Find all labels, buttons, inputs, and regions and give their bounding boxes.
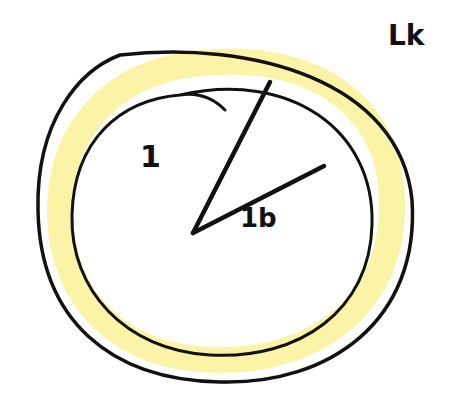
outer-circle	[38, 52, 413, 382]
radius-label: 1	[140, 142, 161, 172]
yellow-ring	[60, 62, 392, 361]
corner-note: Lk	[388, 22, 424, 50]
radius-label: 1b	[240, 205, 277, 231]
inner-circle	[72, 89, 372, 355]
radius-line	[193, 166, 324, 233]
